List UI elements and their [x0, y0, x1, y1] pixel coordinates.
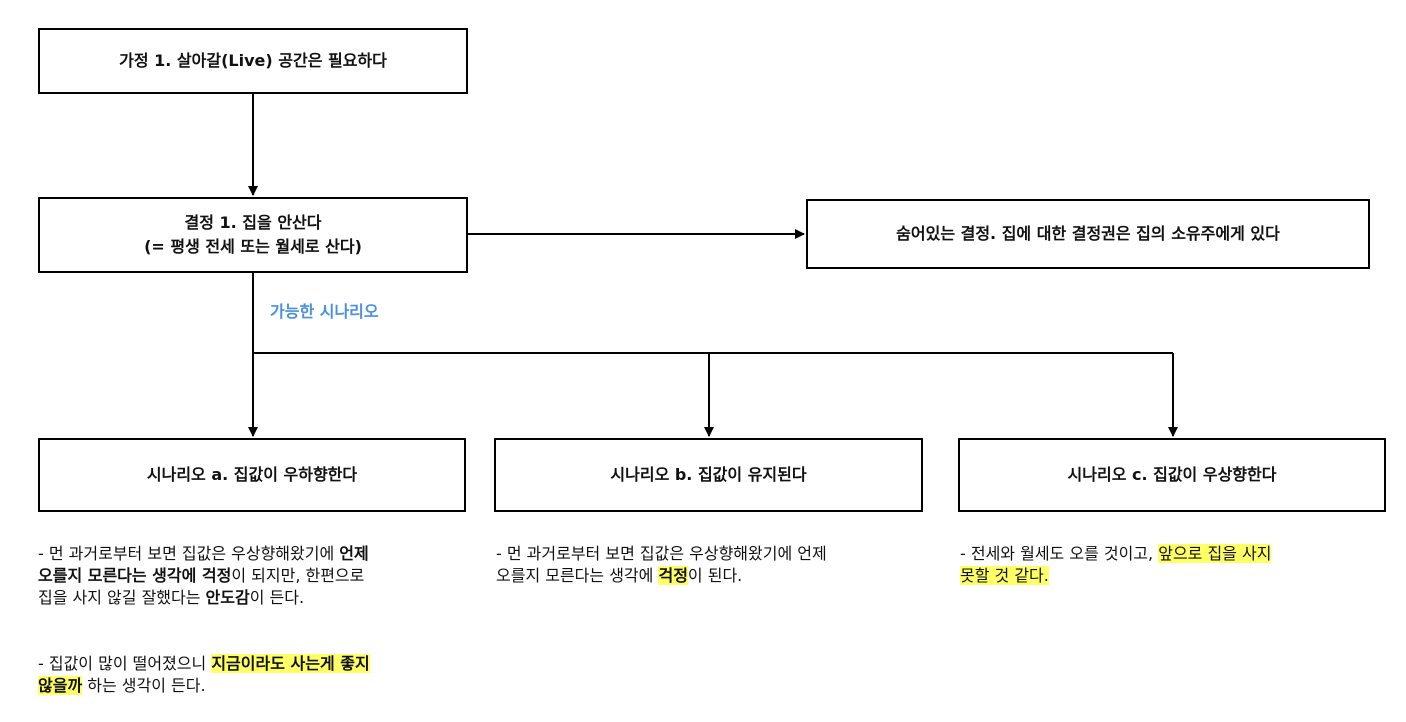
note-segment: 안도감: [205, 588, 250, 607]
scenario-a-node-text: 시나리오 a. 집값이 우하향한다: [146, 465, 358, 484]
decision-node-line2: (= 평생 전세 또는 월세로 산다): [144, 237, 362, 256]
scenario-a-note-2: - 집값이 많이 떨어졌으니 지금이라도 사는게 좋지 않을까 하는 생각이 든…: [38, 653, 478, 697]
note-segment: - 먼 과거로부터 보면 집값은 우상향해왔기에 언제 오를지 모른다는 생각에: [496, 544, 827, 585]
note-segment: 이 되지만, 한편으로 집을 사지 않길 잘했다는: [38, 566, 365, 607]
scenario-a-note-1: - 먼 과거로부터 보면 집값은 우상향해왔기에 언제 오를지 모른다는 생각에…: [38, 543, 478, 609]
scenario-c-note-1: - 전세와 월세도 오를 것이고, 앞으로 집을 사지 못할 것 같다.: [960, 543, 1400, 587]
scenario-c-node: 시나리오 c. 집값이 우상향한다: [958, 438, 1386, 512]
scenario-b-note-1: - 먼 과거로부터 보면 집값은 우상향해왔기에 언제 오를지 모른다는 생각에…: [496, 543, 936, 587]
assumption-node-text: 가정 1. 살아갈(Live) 공간은 필요하다: [119, 51, 387, 70]
note-segment: 하는 생각이 든다.: [82, 676, 206, 695]
decision-node: 결정 1. 집을 안산다 (= 평생 전세 또는 월세로 산다): [38, 197, 468, 273]
note-segment: 이 든다.: [249, 588, 305, 607]
note-segment: 언제 오를지 모른다는 생각에 걱정: [38, 544, 369, 585]
note-segment: - 집값이 많이 떨어졌으니: [38, 654, 212, 673]
decision-node-line1: 결정 1. 집을 안산다: [184, 213, 322, 232]
note-segment: 걱정: [658, 566, 688, 585]
note-segment: 이 된다.: [687, 566, 743, 585]
scenario-b-node: 시나리오 b. 집값이 유지된다: [494, 438, 923, 512]
hidden-decision-node-text: 숨어있는 결정. 집에 대한 결정권은 집의 소유주에게 있다: [896, 224, 1280, 243]
note-segment: - 전세와 월세도 오를 것이고,: [960, 544, 1159, 563]
assumption-node: 가정 1. 살아갈(Live) 공간은 필요하다: [38, 28, 468, 94]
scenario-b-node-text: 시나리오 b. 집값이 유지된다: [610, 465, 807, 484]
hidden-decision-node: 숨어있는 결정. 집에 대한 결정권은 집의 소유주에게 있다: [806, 199, 1370, 269]
scenario-a-node: 시나리오 a. 집값이 우하향한다: [38, 438, 466, 512]
scenario-c-node-text: 시나리오 c. 집값이 우상향한다: [1067, 465, 1277, 484]
note-segment: - 먼 과거로부터 보면 집값은 우상향해왔기에: [38, 544, 340, 563]
edge-label-possible-scenarios: 가능한 시나리오: [270, 302, 379, 321]
